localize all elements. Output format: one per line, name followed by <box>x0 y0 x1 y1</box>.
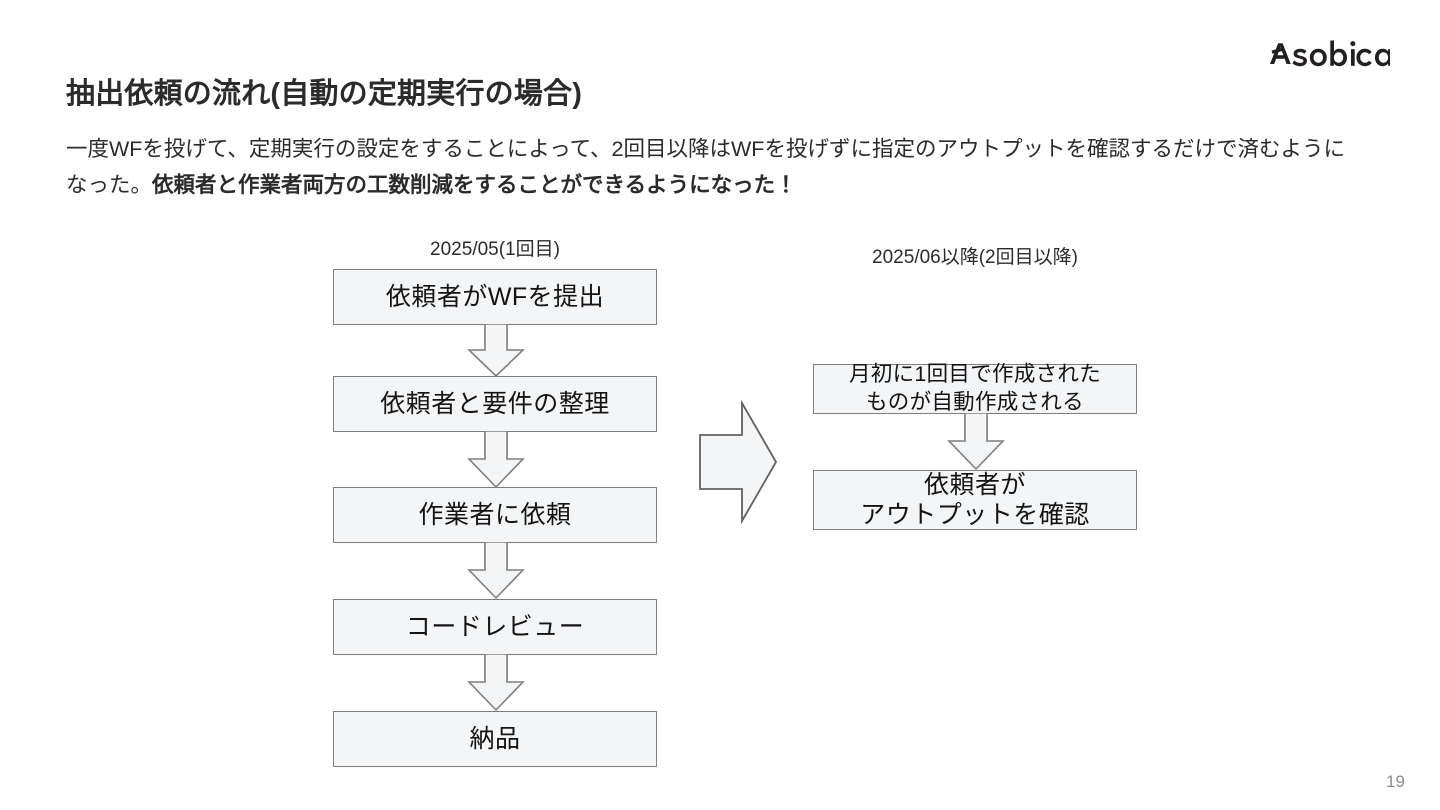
subtitle-emphasis-text: 依頼者と作業者両方の工数削減をすることができるようになった！ <box>152 172 797 197</box>
flow-node-auto-created-text: 月初に1回目で作成された ものが自動作成される <box>849 361 1101 416</box>
flow-node-auto-created: 月初に1回目で作成された ものが自動作成される <box>813 361 1137 416</box>
right-arrow-icon <box>699 399 778 525</box>
down-arrow-icon <box>467 324 525 378</box>
page-subtitle: 一度WFを投げて、定期実行の設定をすることによって、2回目以降はWFを投げずに指… <box>66 131 1366 203</box>
flow-node-assign-worker: 作業者に依頼 <box>333 487 657 543</box>
down-arrow-icon <box>467 542 525 600</box>
line-1: 月初に1回目で作成された <box>848 362 1102 387</box>
asobica-logo <box>1266 37 1390 71</box>
flow-node-confirm-output-text: 依頼者が アウトプットを確認 <box>860 470 1090 531</box>
column-label-recurring-run: 2025/06以降(2回目以降) <box>872 247 1078 268</box>
flow-node-confirm-output: 依頼者が アウトプットを確認 <box>813 470 1137 530</box>
flow-node-delivery: 納品 <box>333 711 657 767</box>
page-number: 19 <box>1386 772 1405 791</box>
line-1: 依頼者が <box>923 470 1026 499</box>
page-title: 抽出依頼の流れ(自動の定期実行の場合) <box>66 78 583 111</box>
flow-node-requirements: 依頼者と要件の整理 <box>333 376 657 432</box>
flow-node-request-submit: 依頼者がWFを提出 <box>333 269 657 325</box>
subtitle-normal-text: 一度WFを投げて、定期実行の設定をすることによって、2回目以降はWFを投げずに指… <box>66 136 1345 197</box>
flow-node-code-review: コードレビュー <box>333 599 657 655</box>
down-arrow-icon <box>947 413 1005 471</box>
down-arrow-icon <box>467 654 525 712</box>
line-2: アウトプットを確認 <box>860 501 1090 529</box>
line-2: ものが自動作成される <box>865 390 1084 414</box>
down-arrow-icon <box>467 431 525 489</box>
column-label-first-run: 2025/05(1回目) <box>430 239 560 260</box>
